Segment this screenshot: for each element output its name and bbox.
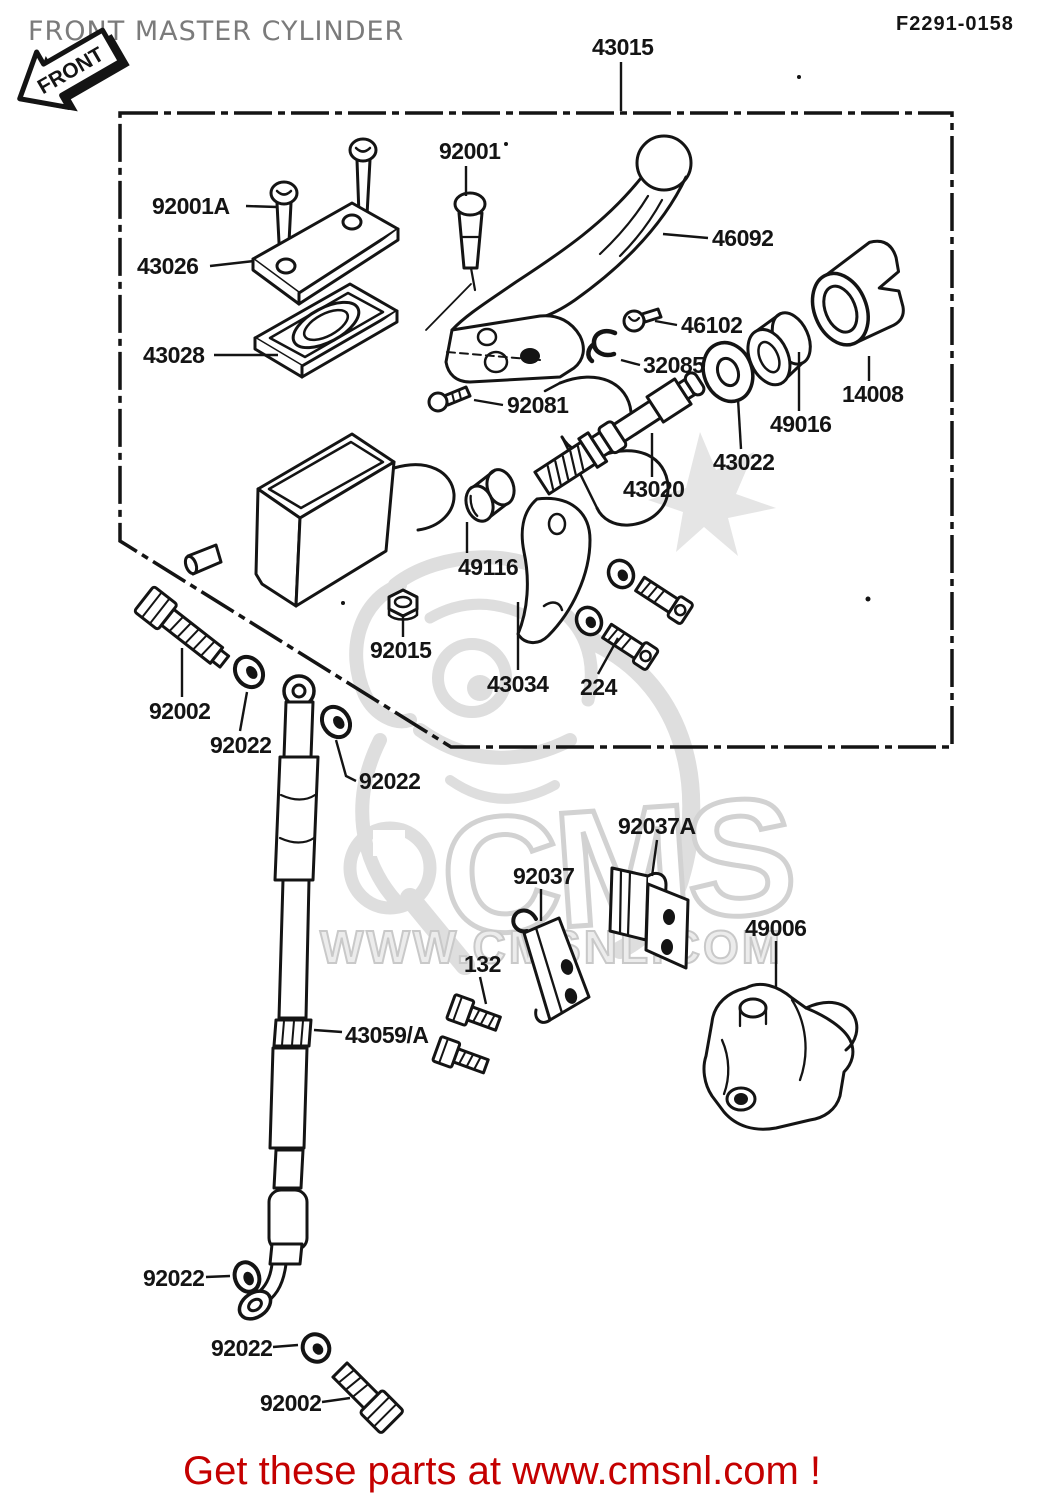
part-label-49006: 49006 [745, 915, 806, 941]
footer-promo-text: Get these parts at www.cmsnl.com ! [183, 1449, 821, 1493]
part-92022-ring-a [232, 654, 266, 690]
part-43034-clamp [516, 496, 592, 644]
part-49016-cover [746, 311, 812, 387]
part-92022-ring-b [319, 704, 353, 740]
part-label-49116: 49116 [458, 554, 518, 580]
part-43059a-hose [237, 674, 320, 1321]
exploded-view-drawing [133, 75, 905, 1434]
part-43022-washer [701, 340, 755, 404]
doc-code: F2291-0158 [896, 13, 1014, 35]
part-92022-ring-d [300, 1332, 332, 1364]
part-92081-screw [427, 385, 472, 413]
part-43026-cap [251, 201, 400, 306]
part-label-46092: 46092 [712, 225, 773, 251]
part-label-92022-c: 92022 [143, 1265, 204, 1291]
part-label-92081: 92081 [507, 392, 569, 418]
part-32085-clip [586, 328, 618, 364]
part-label-14008: 14008 [842, 381, 904, 407]
part-label-92022-a: 92022 [210, 732, 271, 758]
part-label-92037: 92037 [513, 863, 574, 889]
part-132-bolts [431, 993, 502, 1075]
part-label-92022-b: 92022 [359, 768, 420, 794]
part-92002-banjo-bolt-upper [133, 585, 231, 669]
part-labels: 43015 92001 92001A 43026 43028 46092 461… [137, 34, 905, 1416]
part-92001-adjuster [425, 191, 487, 331]
part-14008-holder [810, 239, 905, 347]
part-label-92001: 92001 [439, 138, 501, 164]
part-label-49016: 49016 [770, 411, 831, 437]
diagram-border [118, 111, 954, 749]
part-label-43034: 43034 [487, 671, 549, 697]
part-label-92037a: 92037A [618, 813, 696, 839]
part-label-92002-bottom: 92002 [260, 1390, 321, 1416]
part-46092-lever [444, 134, 693, 384]
part-label-43022: 43022 [713, 449, 774, 475]
part-label-46102: 46102 [681, 312, 742, 338]
part-46102-pivot-bolt [622, 307, 663, 333]
part-label-224: 224 [580, 674, 618, 700]
part-43028-diaphragm [253, 282, 399, 379]
part-master-cylinder-body [183, 375, 670, 608]
part-label-92015: 92015 [370, 637, 432, 663]
part-49006-boot [702, 982, 859, 1131]
leader-lines [180, 62, 871, 1404]
part-92037-bracket [511, 908, 591, 1024]
part-label-132: 132 [464, 951, 501, 977]
part-label-43020: 43020 [623, 476, 684, 502]
part-92002-banjo-bolt-bottom [331, 1361, 404, 1434]
part-label-43028: 43028 [143, 342, 205, 368]
part-label-43015: 43015 [592, 34, 654, 60]
part-43020-piston [533, 371, 706, 496]
part-49116-seal [464, 468, 516, 523]
part-92037a-bracket [608, 866, 690, 970]
watermark-big-text: CMS [435, 762, 796, 970]
part-92022-ring-c [232, 1260, 262, 1294]
part-label-43026: 43026 [137, 253, 198, 279]
part-label-32085: 32085 [643, 352, 705, 378]
part-label-43059a: 43059/A [345, 1022, 428, 1048]
part-label-92022-d: 92022 [211, 1335, 272, 1361]
part-label-92001a: 92001A [152, 193, 230, 219]
part-label-92002-upper: 92002 [149, 698, 210, 724]
part-224-bolts [574, 558, 694, 671]
